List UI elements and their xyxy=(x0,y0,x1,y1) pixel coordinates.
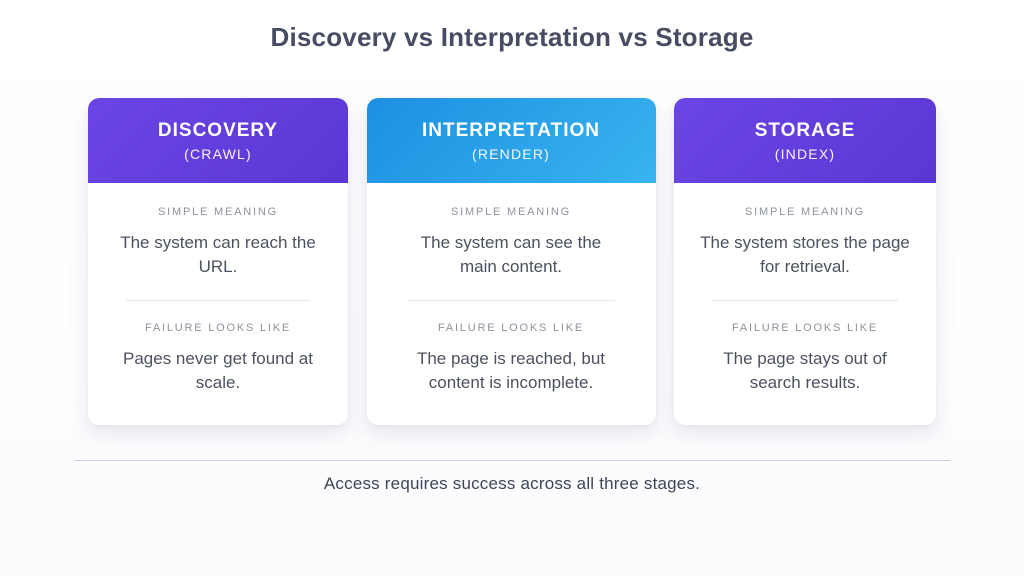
card-storage-subheading: (INDEX) xyxy=(774,145,836,162)
failure-label: FAILURE LOOKS LIKE xyxy=(437,322,585,334)
card-discovery: DISCOVERY (CRAWL) SIMPLE MEANING The sys… xyxy=(88,98,348,425)
card-storage-heading: STORAGE xyxy=(754,119,856,141)
card-interpretation-header: INTERPRETATION (RENDER) xyxy=(366,98,656,183)
failure-label: FAILURE LOOKS LIKE xyxy=(731,322,879,334)
card-interpretation-heading: INTERPRETATION xyxy=(422,119,600,141)
section-divider xyxy=(126,300,310,301)
card-storage: STORAGE (INDEX) SIMPLE MEANING The syste… xyxy=(674,98,936,425)
simple-meaning-text: The system can reach the URL. xyxy=(120,233,316,276)
simple-meaning-label: SIMPLE MEANING xyxy=(451,206,571,218)
card-storage-body: SIMPLE MEANING The system stores the pag… xyxy=(674,183,936,425)
card-interpretation-body: SIMPLE MEANING The system can see the ma… xyxy=(367,183,656,425)
section-divider xyxy=(407,300,615,301)
simple-meaning-label: SIMPLE MEANING xyxy=(745,206,865,218)
footer-divider xyxy=(75,460,950,461)
page-title: Discovery vs Interpretation vs Storage xyxy=(270,22,754,52)
failure-text: The page is reached, but content is inco… xyxy=(416,349,606,392)
simple-meaning-label: SIMPLE MEANING xyxy=(158,206,278,218)
footer-text: Access requires success across all three… xyxy=(323,474,701,493)
card-interpretation: INTERPRETATION (RENDER) SIMPLE MEANING T… xyxy=(366,98,656,425)
failure-label: FAILURE LOOKS LIKE xyxy=(144,322,292,334)
simple-meaning-text: The system can see the main content. xyxy=(420,233,602,276)
card-storage-header: STORAGE (INDEX) xyxy=(674,98,936,183)
comparison-cards-row: DISCOVERY (CRAWL) SIMPLE MEANING The sys… xyxy=(88,98,936,425)
card-discovery-heading: DISCOVERY xyxy=(157,119,279,141)
failure-text: Pages never get found at scale. xyxy=(123,349,313,392)
card-interpretation-subheading: (RENDER) xyxy=(471,145,551,162)
card-discovery-subheading: (CRAWL) xyxy=(184,145,252,162)
failure-text: The page stays out of search results. xyxy=(723,349,887,392)
section-divider xyxy=(712,300,898,301)
card-discovery-header: DISCOVERY (CRAWL) xyxy=(88,98,348,183)
card-discovery-body: SIMPLE MEANING The system can reach the … xyxy=(88,183,348,425)
simple-meaning-text: The system stores the page for retrieval… xyxy=(700,233,910,276)
